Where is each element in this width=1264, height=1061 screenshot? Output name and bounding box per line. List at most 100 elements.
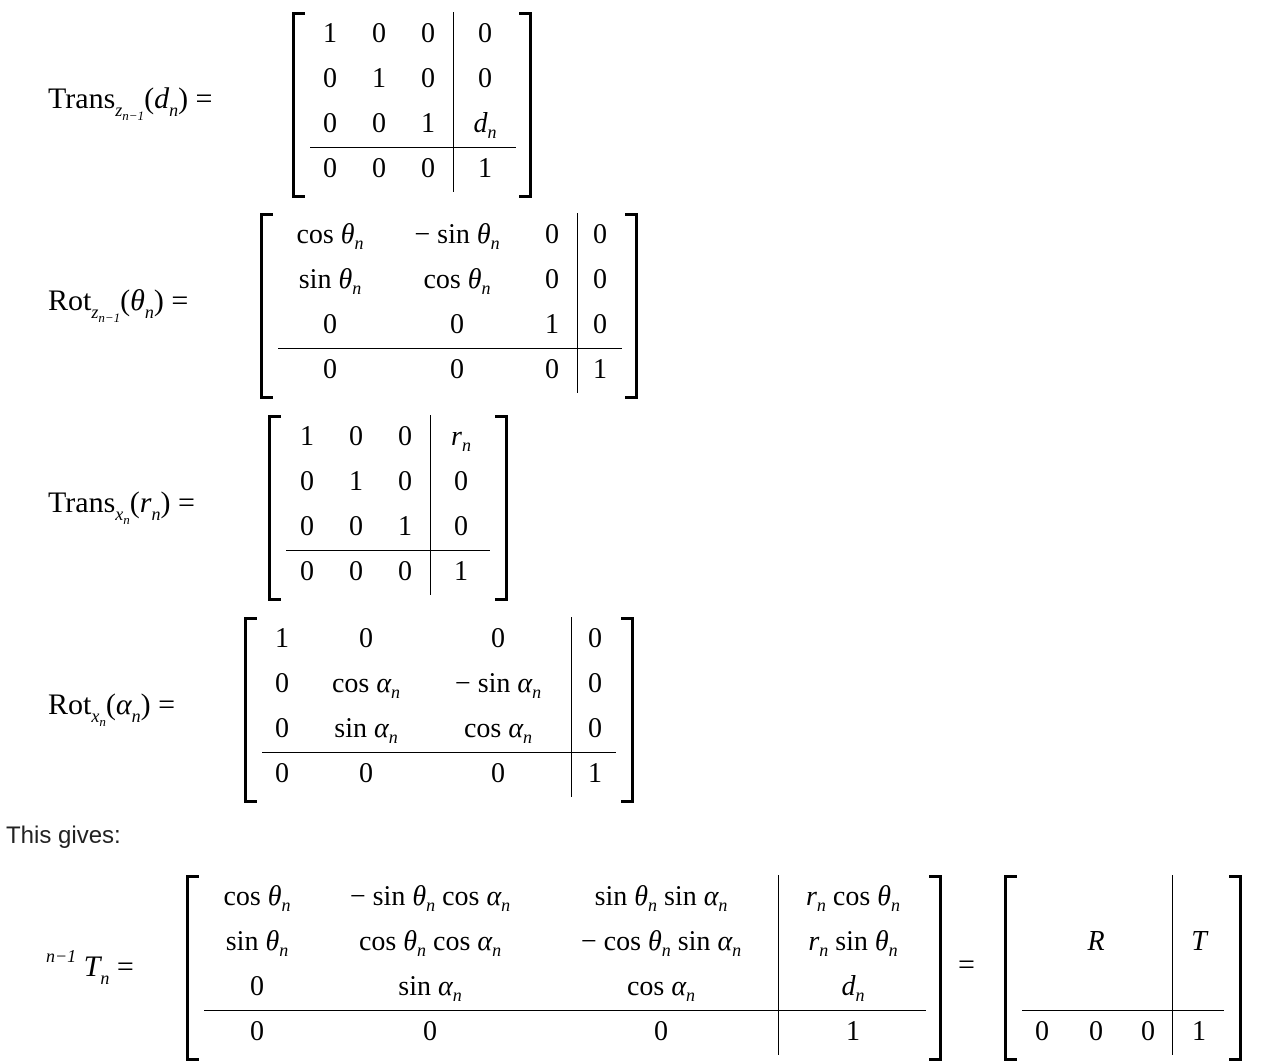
m4-cell-r4-c1: 0 [275,758,289,789]
m2-cell-r4-c1: 0 [323,354,337,385]
m5-right-bracket [929,875,942,1061]
block-bottom-c3: 0 [1141,1016,1155,1047]
block-bottom-c2: 0 [1089,1016,1103,1047]
m4-cell-r4-c4: 1 [588,758,602,789]
eq1-func-name: Trans [48,82,116,115]
m5-cell-r1-c3: sin θn sin αn [594,881,728,915]
m5-cell-r1-c2: − sin θn cos αn [349,881,511,915]
m3-cell-r2-c3: 0 [398,466,412,497]
m1-cell-r4-c4: 1 [478,153,492,184]
m2-cell-r4-c3: 0 [545,354,559,385]
m4-cell-r3-c1: 0 [275,713,289,744]
m4-right-bracket [621,617,634,803]
m1-cell-r3-c4: dn [473,108,497,142]
m2-cell-r4-c2: 0 [450,354,464,385]
block-R: R [1087,926,1105,957]
m4-cell-r2-c1: 0 [275,668,289,699]
m3-cell-r4-c2: 0 [349,556,363,587]
m5-horizontal-divider [204,1010,926,1011]
m1-cell-r2-c3: 0 [421,63,435,94]
m4-cell-r2-c3: − sin αn [454,668,542,702]
eq1-lhs: Transzn−1(dn) = [48,82,213,123]
m1-cell-r1-c3: 0 [421,18,435,49]
m4-cell-r1-c3: 0 [491,623,505,654]
m3-cell-r3-c2: 0 [349,511,363,542]
m3-cell-r4-c1: 0 [300,556,314,587]
m5-cell-r3-c1: 0 [250,971,264,1002]
m3-right-bracket [495,415,508,601]
m2-cell-r4-c4: 1 [593,354,607,385]
final-lhs: n−1 Tn = [46,946,134,988]
eq3-func-name: Trans [48,486,116,519]
m4-cell-r2-c4: 0 [588,668,602,699]
eq4-func-name: Rot [48,688,92,721]
m3-cell-r1-c4: rn [451,421,471,455]
eq2-lhs: Rotzn−1(θn) = [48,284,189,325]
equals-sign: = [958,948,975,981]
eq2-func-name: Rot [48,284,92,317]
m4-cell-r4-c3: 0 [491,758,505,789]
m1-cell-r2-c4: 0 [478,63,492,94]
m5-cell-r2-c1: sin θn [225,926,289,960]
m4-cell-r3-c4: 0 [588,713,602,744]
m2-right-bracket [625,213,638,399]
m4-cell-r1-c2: 0 [359,623,373,654]
m5-cell-r1-c1: cos θn [223,881,291,915]
m1-cell-r3-c3: 1 [421,108,435,139]
m3-cell-r4-c3: 0 [398,556,412,587]
m5-cell-r3-c4: dn [841,971,865,1005]
m3-cell-r2-c1: 0 [300,466,314,497]
eq3-lhs: Transxn(rn) = [48,486,195,527]
m2-vertical-divider [577,213,578,393]
m3-cell-r1-c1: 1 [300,421,314,452]
m3-cell-r1-c2: 0 [349,421,363,452]
m1-cell-r1-c2: 0 [372,18,386,49]
m5-cell-r3-c2: sin αn [398,971,462,1005]
m2-cell-r3-c4: 0 [593,309,607,340]
m1-left-bracket [292,12,305,198]
m3-cell-r2-c4: 0 [454,466,468,497]
m4-left-bracket [244,617,257,803]
m1-cell-r2-c2: 1 [372,63,386,94]
eq4-lhs: Rotxn(αn) = [48,688,176,729]
block-bottom-c4: 1 [1192,1016,1206,1047]
m4-cell-r2-c2: cos αn [331,668,401,702]
m6-left-bracket [1004,875,1017,1061]
m2-horizontal-divider [278,348,622,349]
final-matrix: cos θn − sin θn cos αn sin θn sin αn rn cos… [186,875,942,1061]
m1-cell-r1-c4: 0 [478,18,492,49]
m2-cell-r3-c1: 0 [323,309,337,340]
m5-cell-r1-c4: rn cos θn [806,881,900,915]
m4-cell-r1-c4: 0 [588,623,602,654]
m2-cell-r1-c4: 0 [593,219,607,250]
m1-cell-r3-c1: 0 [323,108,337,139]
m2-cell-r1-c3: 0 [545,219,559,250]
m4-vertical-divider [571,617,572,797]
m3-vertical-divider [430,415,431,595]
m3-cell-r4-c4: 1 [454,556,468,587]
m1-vertical-divider [453,12,454,192]
m3-cell-r3-c3: 1 [398,511,412,542]
m5-vertical-divider [778,875,779,1055]
m2-cell-r2-c4: 0 [593,264,607,295]
m2-left-bracket [260,213,273,399]
m4-cell-r3-c3: cos αn [463,713,533,747]
m1-cell-r3-c2: 0 [372,108,386,139]
m5-cell-r4-c4: 1 [846,1016,860,1047]
m3-cell-r1-c3: 0 [398,421,412,452]
m1-cell-r1-c1: 1 [323,18,337,49]
m2-cell-r3-c2: 0 [450,309,464,340]
m1-cell-r2-c1: 0 [323,63,337,94]
m4-cell-r1-c1: 1 [275,623,289,654]
m5-cell-r2-c3: − cos θn sin αn [580,926,742,960]
m2-cell-r1-c2: − sin θn [414,219,500,253]
block-T: T [1191,926,1207,957]
m1-right-bracket [519,12,532,198]
m5-left-bracket [186,875,199,1061]
m4-cell-r3-c2: sin αn [334,713,398,747]
m5-cell-r2-c4: rn sin θn [808,926,898,960]
